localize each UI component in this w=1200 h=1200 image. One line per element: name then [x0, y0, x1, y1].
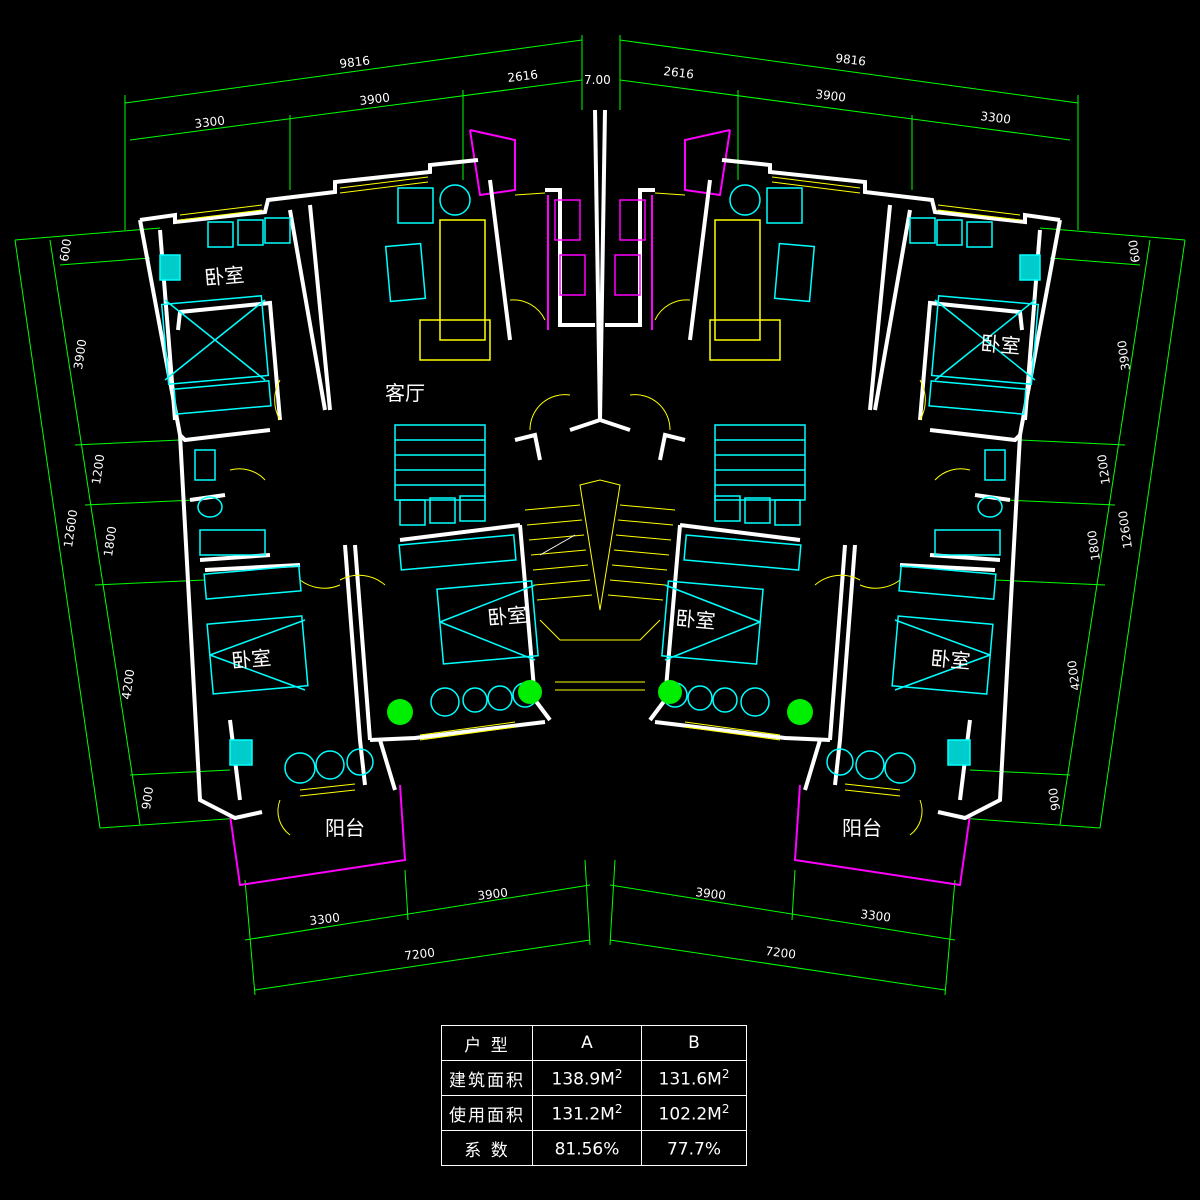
cell-sup: 2 — [614, 1066, 623, 1081]
cell-b: 131.6M2 — [641, 1060, 747, 1096]
staircase — [524, 479, 676, 641]
room-bedroom-right-center: 卧室 — [675, 606, 717, 633]
table-row: 使用面积 131.2M2 102.2M2 — [441, 1095, 747, 1131]
dim-bottom-right-3300: 3300 — [860, 907, 892, 925]
cell-a: 131.2M2 — [532, 1095, 642, 1131]
dim-top-left-total: 9816 — [339, 53, 371, 71]
room-bedroom-left-center: 卧室 — [486, 603, 528, 630]
dim-top-right-a: 3300 — [980, 109, 1012, 127]
furniture — [159, 184, 1041, 784]
dim-bottom-right-total: 7200 — [765, 944, 797, 962]
dim-bottom-left-3300: 3300 — [309, 910, 341, 928]
cell-value: 138.9M — [551, 1069, 615, 1090]
table-row: 系 数 81.56% 77.7% — [441, 1130, 747, 1166]
cell-b: 77.7% — [641, 1130, 747, 1166]
room-labels: 卧室 客厅 卧室 卧室 阳台 卧室 卧室 卧室 阳台 — [203, 263, 1021, 840]
table-row: 建筑面积 138.9M2 131.6M2 — [441, 1060, 747, 1096]
room-living: 客厅 — [385, 381, 425, 405]
dim-top-right-c: 2616 — [663, 64, 695, 82]
cell-value: 81.56% — [554, 1139, 620, 1160]
dim-bottom-left-3900: 3900 — [477, 885, 509, 903]
cell-b: 102.2M2 — [641, 1095, 747, 1131]
room-balcony-right: 阳台 — [842, 816, 882, 840]
cell-value: 77.7% — [666, 1139, 721, 1160]
row-label: 系 数 — [441, 1130, 533, 1166]
dim-left-1200: 1200 — [89, 453, 107, 485]
dim-top-left-c: 2616 — [507, 67, 539, 85]
cell-value: 102.2M — [658, 1104, 722, 1125]
dim-top-right-total: 9816 — [835, 51, 867, 69]
cell-sup: 2 — [614, 1101, 623, 1116]
room-balcony-left: 阳台 — [325, 816, 365, 840]
dim-right-600: 600 — [1126, 239, 1143, 264]
cell-value: 131.2M — [551, 1104, 615, 1125]
cell-sup: 2 — [721, 1066, 730, 1081]
dim-top-left-b: 3900 — [359, 90, 391, 108]
dim-left-3900: 3900 — [71, 338, 89, 370]
walls — [138, 109, 1062, 821]
dim-top-gap: 7.00 — [584, 73, 611, 87]
dim-left-total: 12600 — [61, 509, 80, 549]
area-table: 户 型 A B 建筑面积 138.9M2 131.6M2 使用面积 131.2M… — [441, 1025, 747, 1166]
cell-a: 81.56% — [532, 1130, 642, 1166]
dim-right-1800: 1800 — [1085, 529, 1103, 561]
dim-top-left-a: 3300 — [194, 113, 226, 131]
room-bedroom-right-top: 卧室 — [980, 331, 1022, 358]
room-bedroom-right-bottom: 卧室 — [930, 646, 972, 673]
dim-bottom-left-total: 7200 — [404, 945, 436, 963]
dim-right-3900: 3900 — [1115, 339, 1133, 371]
table-header-row: 户 型 A B — [441, 1025, 747, 1061]
balcony-outlines — [229, 129, 971, 887]
dim-left-1800: 1800 — [101, 525, 119, 557]
cell-a: 138.9M2 — [532, 1060, 642, 1096]
door-swings — [229, 299, 971, 836]
header-b: B — [641, 1025, 747, 1061]
dim-right-4200: 4200 — [1065, 659, 1083, 691]
row-label: 使用面积 — [441, 1095, 533, 1131]
header-a: A — [532, 1025, 642, 1061]
dim-right-1200: 1200 — [1095, 453, 1113, 485]
dimension-labels: 9816 3300 3900 2616 7.00 9816 2616 3900 … — [57, 51, 1143, 963]
dimension-lines — [14, 35, 1186, 996]
cell-sup: 2 — [721, 1101, 730, 1116]
row-label: 建筑面积 — [441, 1060, 533, 1096]
header-type: 户 型 — [441, 1025, 533, 1061]
dim-right-900: 900 — [1046, 787, 1063, 812]
dim-top-right-b: 3900 — [815, 87, 847, 105]
windows — [179, 176, 1021, 797]
dim-right-total: 12600 — [1116, 510, 1135, 550]
dim-bottom-right-3900: 3900 — [695, 885, 727, 903]
dim-left-900: 900 — [139, 786, 156, 811]
dim-left-600: 600 — [57, 238, 74, 263]
dim-left-4200: 4200 — [119, 668, 137, 700]
cell-value: 131.6M — [658, 1069, 722, 1090]
room-bedroom-left-bottom: 卧室 — [230, 646, 272, 673]
room-bedroom-left-top: 卧室 — [203, 263, 245, 290]
plants — [387, 680, 813, 725]
